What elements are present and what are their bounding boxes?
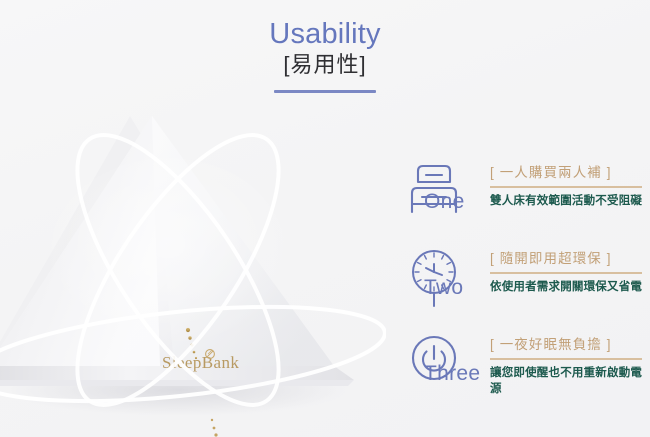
sleepbank-logo: SleepBank [162,349,239,372]
page-title-zh: [易用性] [283,52,367,78]
gold-accent-dots-lower [210,418,218,437]
feature-ordinal-two: Two [424,276,464,299]
clock-icon [404,248,488,310]
product-illustration: SleepBank [0,104,386,437]
page-title-en: Usability [269,18,381,50]
orbit-rings [0,133,386,407]
feature-item-one[interactable]: One [ 一人購買兩人補 ] 雙人床有效範圍活動不受阻礙 [398,158,650,232]
pyramid-graphic: SleepBank [0,116,386,437]
pyramid-base-edge [0,380,354,386]
feature-list: One [ 一人購買兩人補 ] 雙人床有效範圍活動不受阻礙 [398,158,650,404]
bunk-bed-icon [404,162,488,224]
feature-divider-two [490,271,642,274]
power-icon [404,334,488,396]
feature-item-two[interactable]: Two [ 隨開即用超環保 ] 依使用者需求開關環保又省電 [398,244,650,318]
feature-ordinal-one: One [424,190,465,213]
feature-ordinal-three: Three [424,362,481,385]
feature-body-two: 依使用者需求開關環保又省電 [490,280,643,293]
pyramid-base [0,366,354,380]
title-underline [274,89,376,93]
feature-divider-one [490,185,642,188]
feature-body-one: 雙人床有效範圍活動不受阻礙 [490,194,643,207]
feature-body-three: 讓您即使醒也不用重新啟動電源 [490,366,643,396]
feature-heading-three: [ 一夜好眠無負擔 ] [490,337,612,352]
feature-heading-one: [ 一人購買兩人補 ] [490,165,612,180]
feature-divider-three [490,357,642,360]
page-header: Usability [易用性] [0,18,650,93]
feature-heading-two: [ 隨開即用超環保 ] [490,251,612,266]
feature-item-three[interactable]: Three [ 一夜好眠無負擔 ] 讓您即使醒也不用重新啟動電源 [398,330,650,404]
